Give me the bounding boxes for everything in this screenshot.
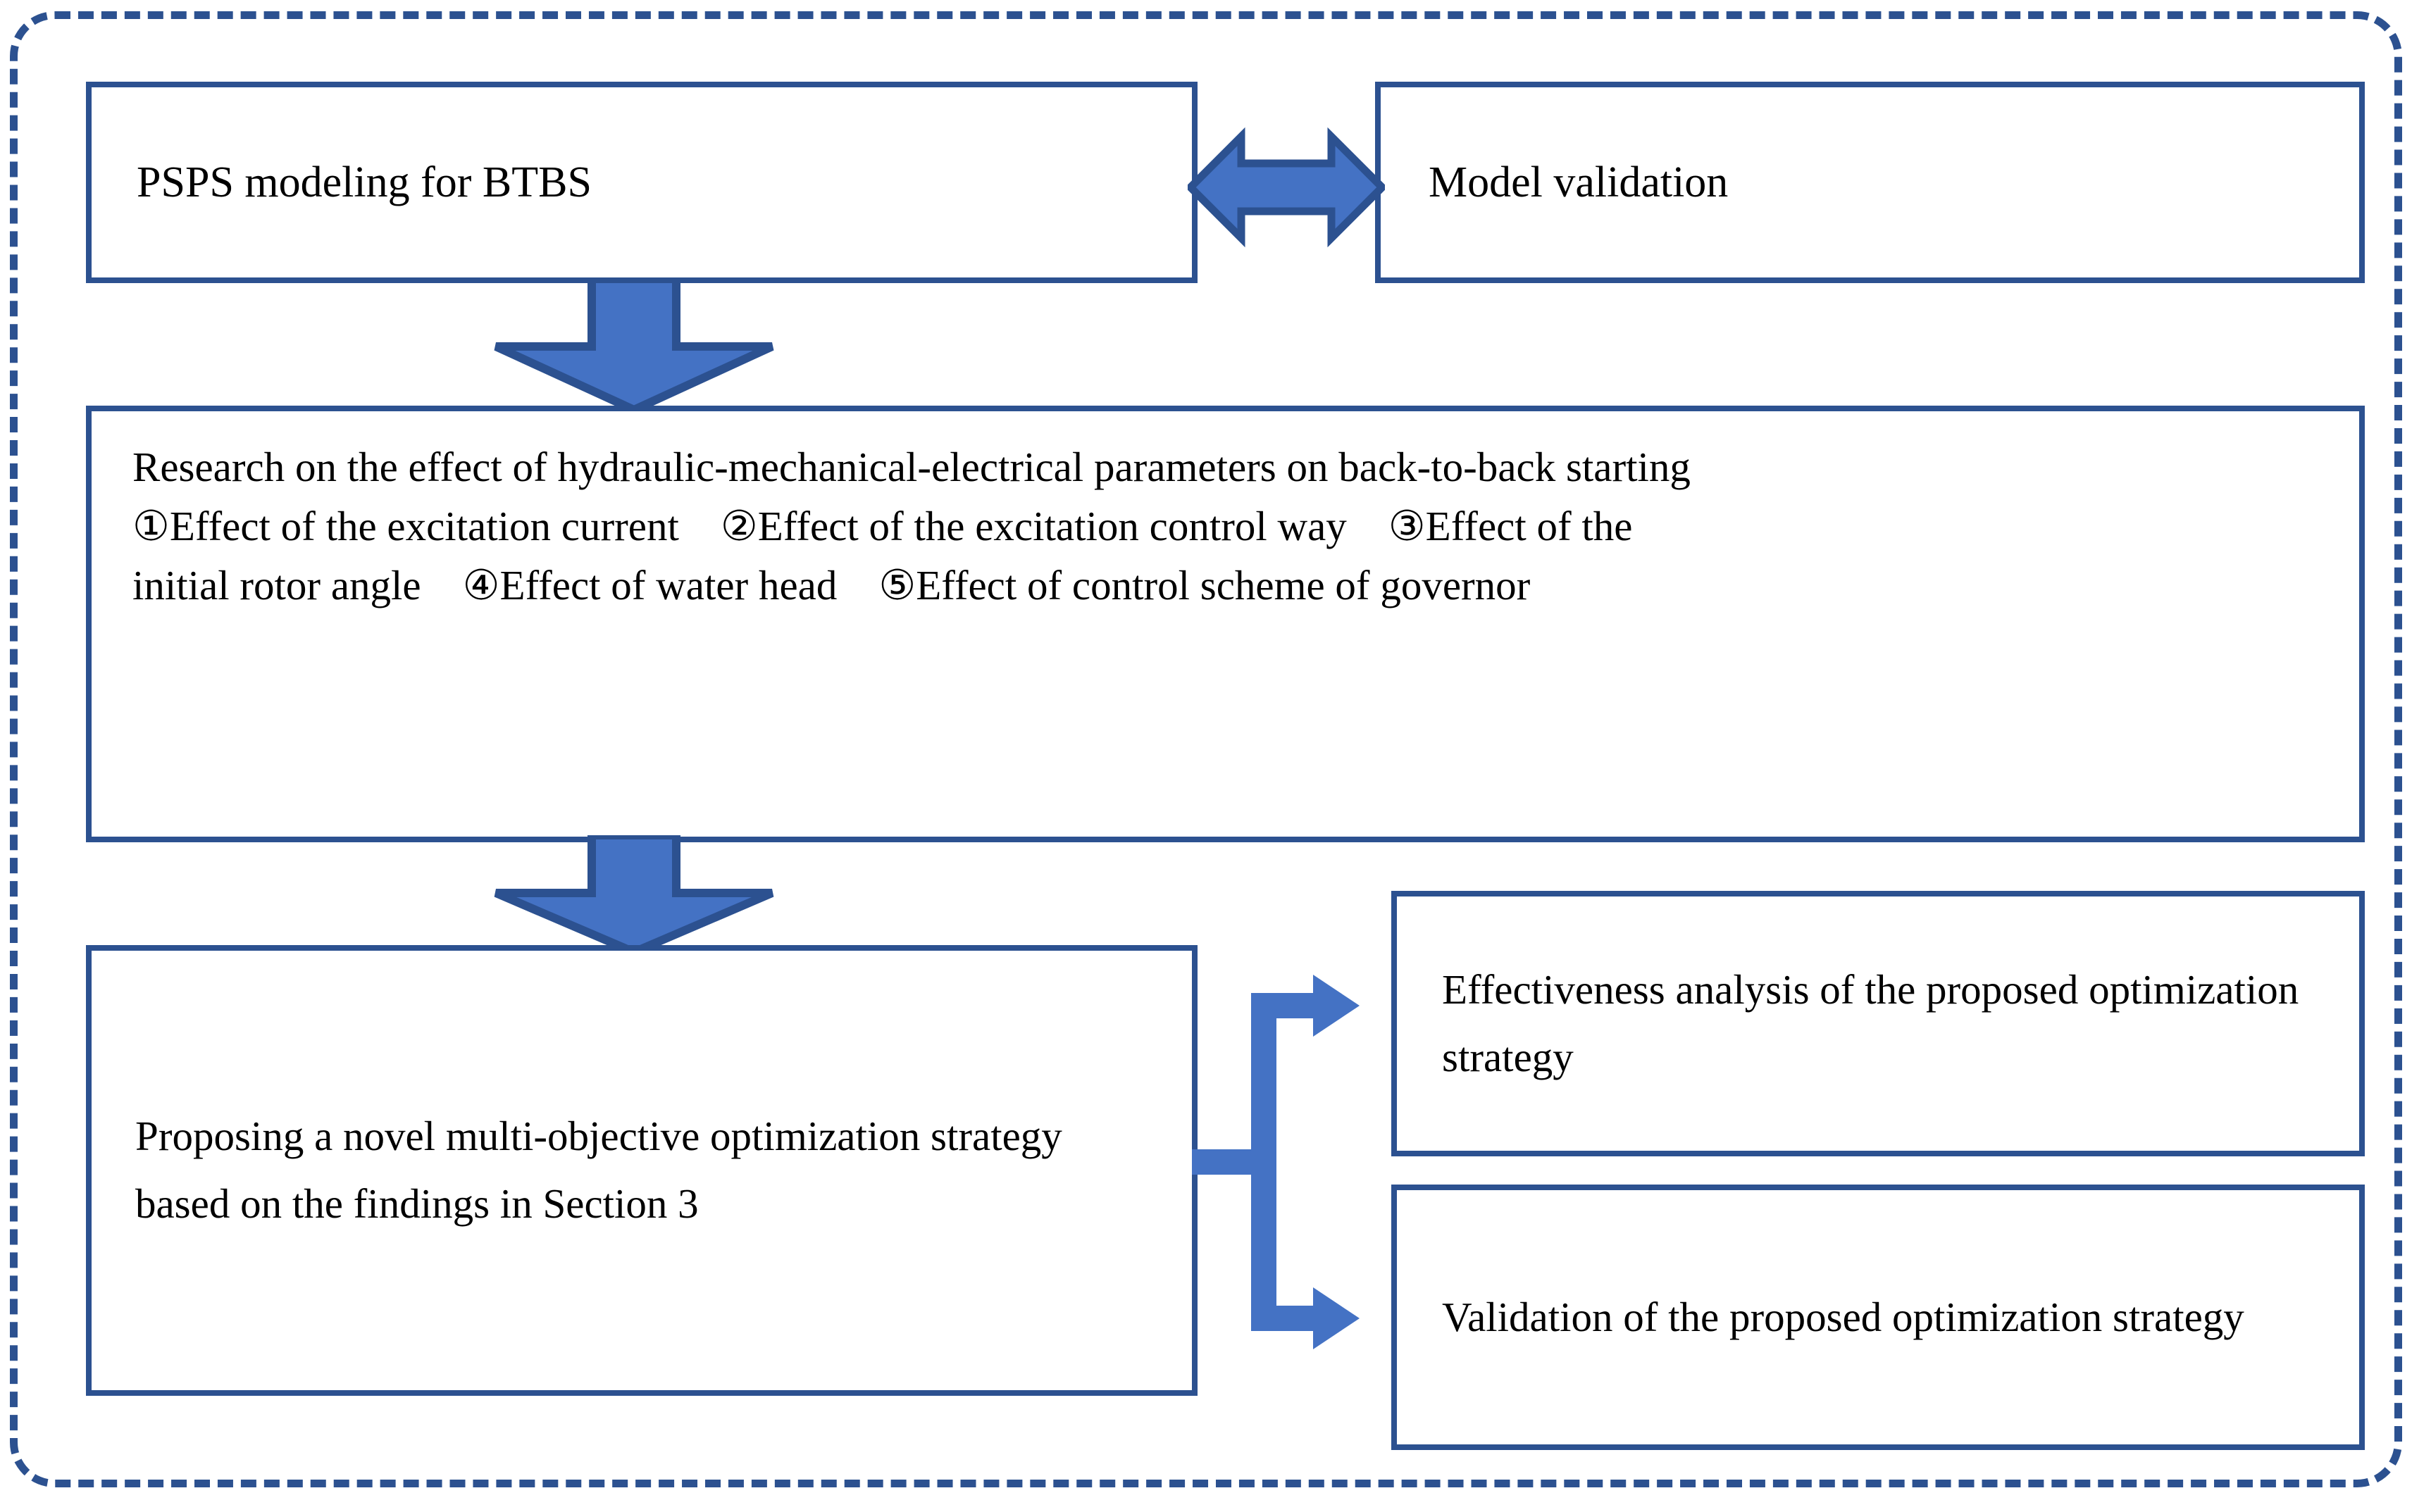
node-validation-strategy[interactable]: Validation of the proposed optimization …	[1391, 1185, 2365, 1450]
node-research-effect-content: Research on the effect of hydraulic-mech…	[92, 411, 2359, 615]
node-psps-modeling[interactable]: PSPS modeling for BTBS	[86, 82, 1198, 283]
node-model-validation-label: Model validation	[1429, 158, 1729, 206]
dashed-container-border	[10, 11, 2402, 1487]
node-model-validation[interactable]: Model validation	[1375, 82, 2365, 283]
node-proposing-strategy[interactable]: Proposing a novel multi-objective optimi…	[86, 945, 1198, 1396]
node-research-effect-heading: Research on the effect of hydraulic-mech…	[132, 444, 1691, 490]
node-effectiveness-analysis[interactable]: Effectiveness analysis of the proposed o…	[1391, 891, 2365, 1156]
node-research-effect[interactable]: Research on the effect of hydraulic-mech…	[86, 406, 2365, 842]
node-psps-modeling-label: PSPS modeling for BTBS	[137, 158, 592, 206]
node-research-effect-items-line-2: initial rotor angle ④Effect of water hea…	[132, 561, 1531, 608]
node-proposing-strategy-label: Proposing a novel multi-objective optimi…	[135, 1113, 1062, 1227]
node-effectiveness-analysis-label: Effectiveness analysis of the proposed o…	[1442, 966, 2299, 1080]
node-validation-strategy-label: Validation of the proposed optimization …	[1442, 1293, 2244, 1340]
node-research-effect-items-line-1: ①Effect of the excitation current ②Effec…	[132, 502, 1633, 549]
